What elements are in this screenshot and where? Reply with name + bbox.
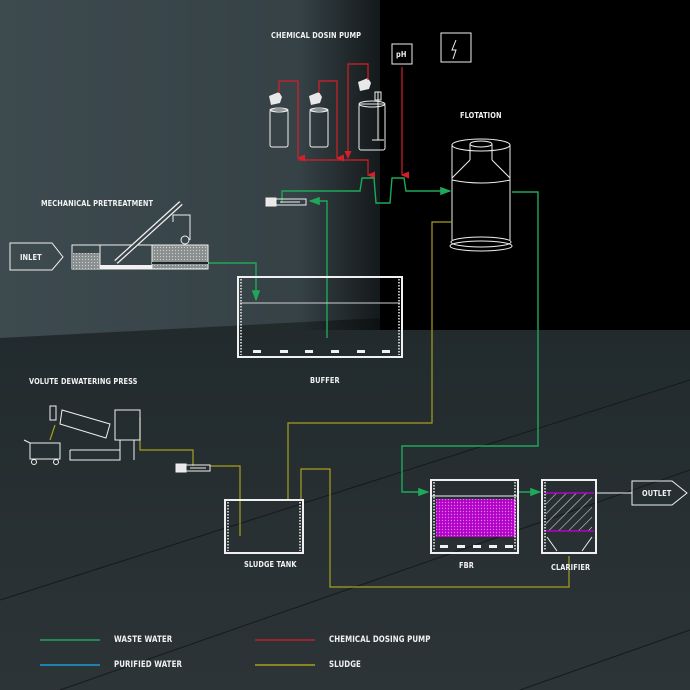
- lightning-icon: [451, 39, 457, 60]
- ph-label: pH: [396, 50, 407, 59]
- chemical-dosing-lines: [278, 63, 410, 179]
- right-dark-background: [380, 0, 690, 330]
- sludge-tank: [224, 499, 304, 554]
- inlet-arrow-shape: [9, 242, 64, 271]
- flotation-tank: [449, 138, 513, 252]
- chemical-tank-1: [269, 107, 289, 148]
- fbr-media: [436, 499, 516, 537]
- pump-1-icon: [269, 92, 282, 105]
- mechanical-pretreatment-label: MECHANICAL PRETREATMENT: [41, 199, 154, 208]
- dosing-pump-icons: [269, 78, 371, 105]
- sludge-tank-label: SLUDGE TANK: [244, 560, 297, 569]
- outlet-label[interactable]: OUTLET: [642, 489, 672, 498]
- inlet-label[interactable]: INLET: [20, 253, 42, 262]
- chemical-tank-2: [309, 107, 329, 148]
- buffer-tank: [237, 276, 403, 358]
- legend-chemical-label: CHEMICAL DOSING PUMP: [329, 635, 431, 645]
- power-box: [440, 32, 472, 63]
- clarifier-tank: [541, 479, 597, 554]
- legend-swatches: [40, 639, 315, 666]
- pump-2-icon: [309, 92, 322, 105]
- fbr-tank: [430, 479, 519, 554]
- buffer-label: BUFFER: [310, 376, 340, 385]
- sludge-pump-icon: [175, 463, 211, 473]
- legend-purified-water-label: PURIFIED WATER: [114, 660, 182, 670]
- legend-waste-water-label: WASTE WATER: [114, 635, 173, 645]
- mechanical-pretreatment-unit: [71, 201, 209, 270]
- wall-shade: [300, 0, 380, 330]
- outlet-arrow-shape: [631, 480, 688, 506]
- legend-sludge-label: SLUDGE: [329, 660, 361, 670]
- waste-water-lines: [208, 177, 542, 497]
- clarifier-label: CLARIFIER: [551, 563, 591, 572]
- feed-pump-icon: [265, 197, 307, 207]
- fbr-label: FBR: [459, 561, 474, 570]
- volute-press-unit: [23, 405, 141, 465]
- fbr-diffusers: [440, 545, 513, 548]
- flotation-label: FLOTATION: [460, 111, 502, 120]
- buffer-diffusers: [253, 350, 390, 353]
- pump-3-icon: [358, 78, 371, 91]
- chemical-tank-3: [358, 91, 386, 151]
- chemical-dosing-label: CHEMICAL DOSIN PUMP: [271, 31, 362, 40]
- volute-press-label: VOLUTE DEWATERING PRESS: [29, 377, 138, 386]
- ph-sensor-box: [391, 43, 413, 65]
